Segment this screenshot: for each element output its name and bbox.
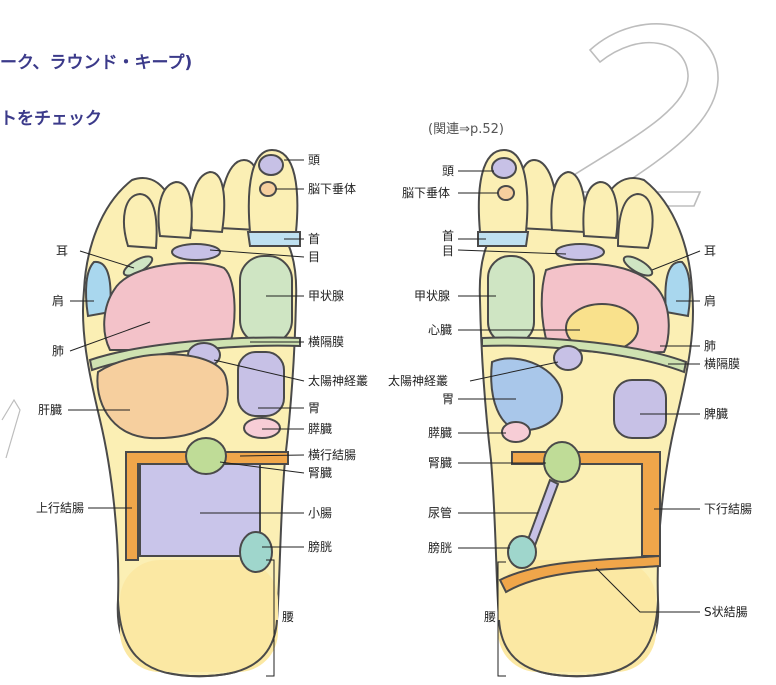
right-bladder-zone [508,536,536,568]
left-label-lung: 肺 [52,344,64,358]
left-label-diaphragm: 横隔膜 [308,335,344,349]
right-label-pancreas: 膵臓 [428,426,452,440]
left-label-thyroid: 甲状腺 [308,289,344,303]
right-label-sigmoid-colon: S状結腸 [704,605,748,619]
left-label-bladder: 膀胱 [308,540,332,554]
right-toe-3 [551,172,585,232]
left-bladder-area-heel [120,560,278,672]
left-label-shoulder: 肩 [52,294,64,308]
right-pituitary-zone [498,186,514,200]
right-label-kidney: 腎臓 [428,456,452,470]
left-label-ascending-colon: 上行結腸 [36,501,84,515]
left-label-pancreas: 膵臓 [308,422,332,436]
right-kidney-zone [544,442,580,482]
right-solar-plexus-zone [554,346,582,370]
right-label-neck: 首 [442,229,454,243]
left-pituitary-zone [260,182,276,196]
left-label-pituitary: 脳下垂体 [308,182,356,196]
right-label-shoulder: 肩 [704,294,716,308]
right-label-head: 頭 [442,164,454,178]
left-head-zone [259,155,283,175]
right-label-thyroid: 甲状腺 [414,289,450,303]
right-toe-4 [583,182,617,238]
left-toe-3 [191,172,224,232]
right-spleen-zone [614,380,666,438]
right-label-heart: 心臓 [428,323,452,337]
left-kidney-zone [186,438,226,474]
right-label-diaphragm: 横隔膜 [704,357,740,371]
left-stomach-zone [238,352,284,416]
right-pancreas-zone [502,422,530,442]
right-label-ear: 耳 [704,244,716,258]
left-pancreas-zone [244,418,280,438]
left-label-stomach: 胃 [308,401,320,415]
right-label-spleen: 脾臓 [704,407,728,421]
left-liver-zone [97,354,227,438]
right-thyroid-zone [488,256,534,344]
right-label-solar-plexus: 太陽神経叢 [388,374,448,388]
left-label-eye: 目 [308,250,320,264]
left-label-ear: 耳 [56,244,68,258]
right-label-pituitary: 脳下垂体 [402,186,450,200]
right-label-stomach: 胃 [442,392,454,406]
left-bladder-zone [240,532,272,572]
right-label-descending-colon: 下行結腸 [704,502,752,516]
left-label-solar-plexus: 太陽神経叢 [308,374,368,388]
right-label-waist: 腰 [484,610,496,624]
right-label-eye: 目 [442,244,454,258]
right-label-bladder: 膀胱 [428,541,452,555]
left-label-kidney: 腎臓 [308,466,332,480]
left-toe-5 [124,194,157,248]
right-eye-zone [556,244,604,260]
left-label-neck: 首 [308,232,320,246]
left-eye-zone [172,244,220,260]
left-thyroid-zone [240,256,292,344]
right-label-ureter: 尿管 [428,506,452,520]
right-label-lung: 肺 [704,339,716,353]
decorative-stroke [2,400,20,458]
right-shoulder-zone [665,262,690,316]
left-label-transverse-colon: 横行結腸 [308,448,356,462]
left-label-small-intestine: 小腸 [308,506,332,520]
right-head-zone [492,158,516,178]
left-label-liver: 肝臓 [38,403,62,417]
left-label-head: 頭 [308,153,320,167]
left-toe-4 [159,182,192,238]
left-label-waist: 腰 [282,610,294,624]
